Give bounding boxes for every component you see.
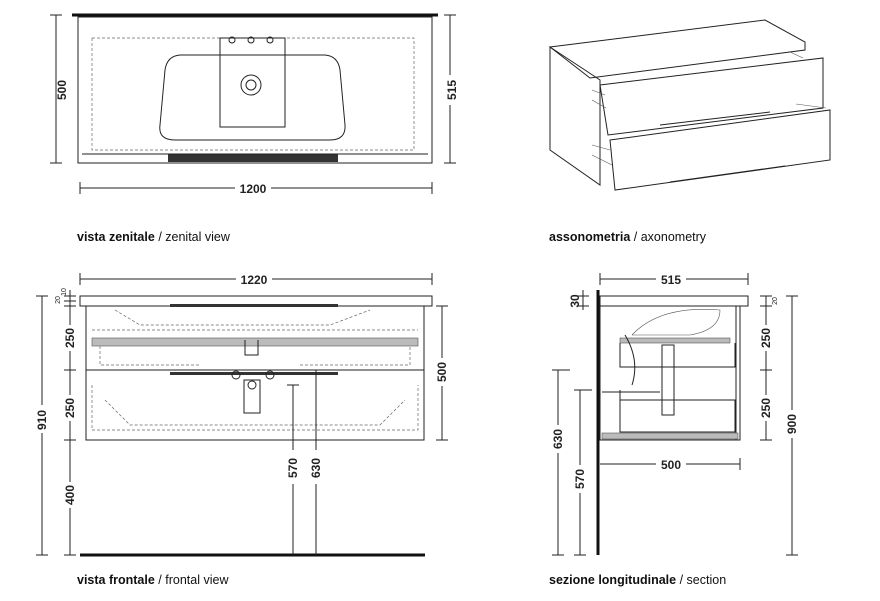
dim-1200: 1200: [240, 182, 267, 196]
dim-1220: 1220: [241, 273, 268, 287]
dim-630: 630: [309, 458, 323, 478]
dim-250-bottom: 250: [63, 398, 77, 418]
lower-drawer: [609, 109, 831, 191]
tap-hole: [266, 36, 274, 44]
upper-drawer: [599, 57, 824, 136]
dim-500: 500: [435, 362, 449, 382]
caption-front-view: vista frontale / frontal view: [77, 573, 229, 587]
tap-hole: [247, 36, 255, 44]
tap-hole: [228, 36, 236, 44]
dim-20: 20: [772, 297, 779, 305]
faucet-plate: [219, 37, 286, 128]
caption-section: sezione longitudinale / section: [549, 573, 727, 587]
drain-icon: [240, 74, 262, 96]
caption-axonometry: assonometria / axonometry: [549, 230, 707, 244]
dim-400: 400: [63, 485, 77, 505]
dim-900: 900: [785, 414, 799, 434]
dim-10: 10: [61, 288, 68, 296]
top-outline: [77, 16, 433, 164]
drain-inner: [245, 79, 257, 91]
basin-shape: [159, 54, 346, 141]
dim-500: 500: [661, 458, 681, 472]
dim-515: 515: [445, 80, 459, 100]
dim-570: 570: [286, 458, 300, 478]
dim-20: 20: [55, 296, 62, 304]
handle-bar: [168, 154, 338, 162]
section-view: 515 20 250 250 900 500 30: [551, 272, 799, 556]
dim-30: 30: [568, 294, 582, 308]
dim-570: 570: [573, 469, 587, 489]
dim-250-top: 250: [759, 328, 773, 348]
dim-630: 630: [551, 429, 565, 449]
front-view: 1220 570 630 910 20 10 250 250 400: [35, 272, 449, 557]
dim-250-top: 250: [63, 328, 77, 348]
top-view: 500 515 1200: [50, 13, 459, 196]
dim-500: 500: [55, 80, 69, 100]
dim-250-bottom: 250: [759, 398, 773, 418]
dim-515: 515: [661, 273, 681, 287]
axonometric-view: [548, 19, 831, 191]
dim-910: 910: [35, 410, 49, 430]
caption-top-view: vista zenitale / zenital view: [77, 230, 230, 244]
